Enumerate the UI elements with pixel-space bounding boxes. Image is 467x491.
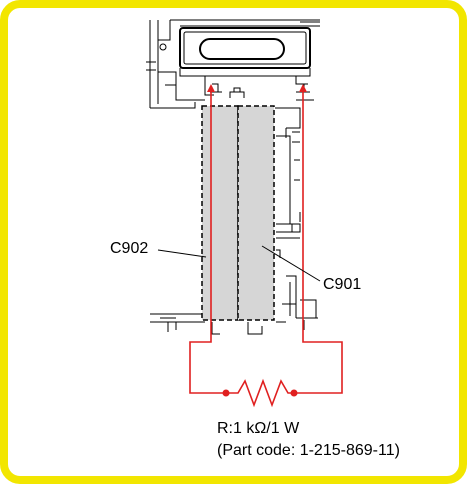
resistor-node-right — [290, 389, 298, 397]
label-part-code: (Part code: 1-215-869-11) — [217, 442, 400, 459]
probe-arrows — [207, 84, 307, 92]
c901-leader-line — [261, 245, 321, 282]
discharge-wires — [189, 88, 343, 394]
label-c901: C901 — [323, 276, 361, 293]
label-c902: C902 — [110, 240, 148, 257]
capacitor-c901 — [237, 105, 275, 321]
capacitor-c902 — [201, 105, 239, 321]
resistor-symbol — [226, 378, 294, 408]
resistor-node-left — [222, 389, 230, 397]
label-resistor-value: R:1 kΩ/1 W — [217, 420, 300, 437]
c902-leader-line — [157, 249, 207, 258]
